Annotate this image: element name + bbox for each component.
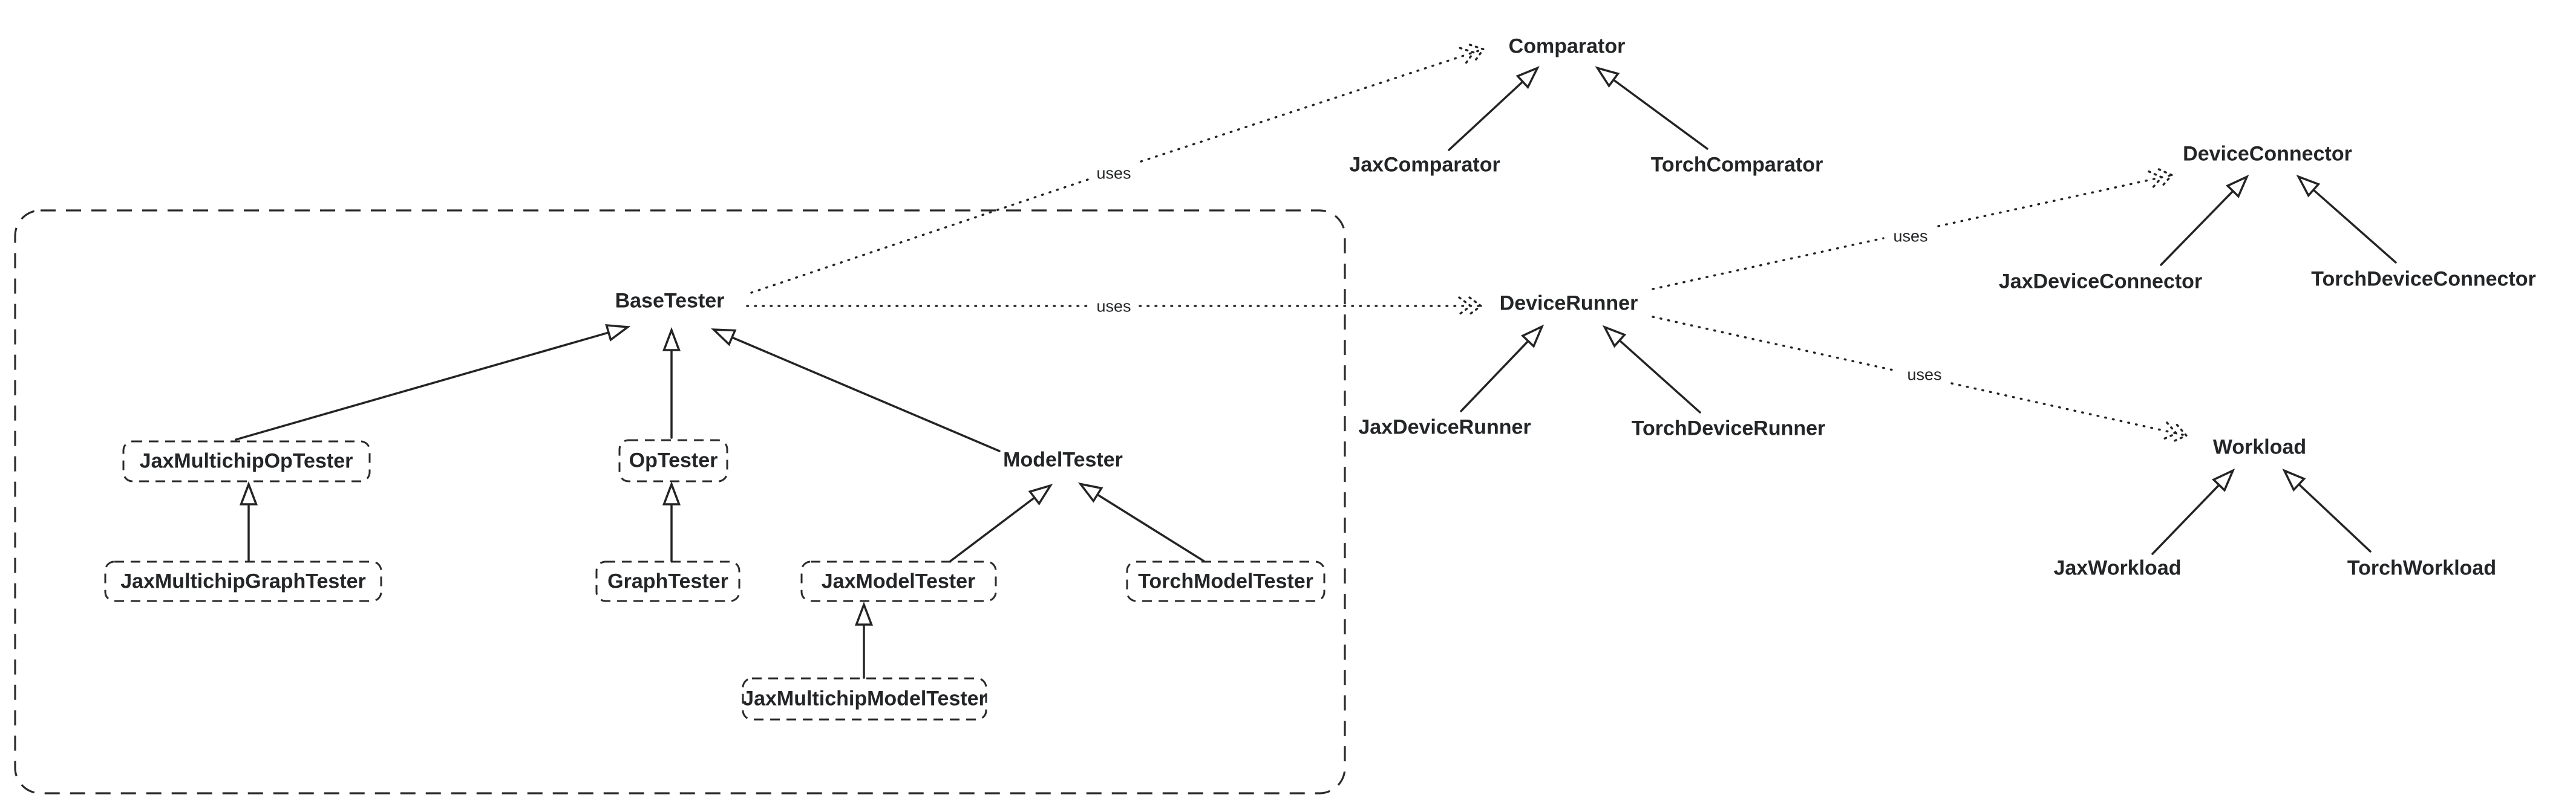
edge-torchdeviceconnector-deviceconnector	[2296, 174, 2397, 264]
edge-basetester-uses-comparator-b	[1140, 50, 1482, 163]
edge-devicerunner-uses-workload-a	[1652, 316, 1900, 372]
node-jax-multichip-op-tester: JaxMultichipOpTester	[139, 449, 353, 473]
edge-jaxcomparator-comparator	[1448, 66, 1540, 151]
uses-label-devicerunner-deviceconnector: uses	[1889, 227, 1932, 246]
node-jax-multichip-model-tester: JaxMultichipModelTester	[742, 687, 987, 710]
node-op-tester: OpTester	[629, 449, 718, 472]
node-torch-device-connector: TorchDeviceConnector	[2311, 267, 2536, 291]
box-jax-model-tester	[800, 560, 997, 602]
box-jax-multichip-model-tester	[742, 677, 987, 721]
node-jax-comparator: JaxComparator	[1349, 153, 1500, 177]
node-torch-comparator: TorchComparator	[1650, 153, 1823, 177]
edge-torchmodeltester-modeltester	[1077, 482, 1205, 562]
box-graph-tester	[595, 560, 740, 602]
node-comparator: Comparator	[1508, 34, 1626, 58]
edge-devicerunner-uses-workload-b	[1950, 382, 2185, 435]
edge-jaxdevicerunner-devicerunner	[1460, 324, 1545, 412]
node-jax-model-tester: JaxModelTester	[821, 570, 976, 593]
uses-label-devicerunner-workload: uses	[1903, 365, 1946, 385]
edge-torchdevicerunner-devicerunner	[1602, 325, 1701, 414]
edge-jaxdeviceconnector-deviceconnector	[2160, 174, 2249, 266]
node-torch-workload: TorchWorkload	[2347, 556, 2497, 580]
edge-modeltester-basetester	[711, 328, 1001, 452]
node-jax-multichip-graph-tester: JaxMultichipGraphTester	[120, 570, 366, 593]
node-jax-workload: JaxWorkload	[2053, 556, 2182, 580]
node-model-tester: ModelTester	[1003, 448, 1123, 472]
edge-basetester-uses-comparator-a	[750, 178, 1089, 294]
node-torch-model-tester: TorchModelTester	[1138, 570, 1313, 593]
node-jax-device-connector: JaxDeviceConnector	[1998, 270, 2203, 293]
node-device-connector: DeviceConnector	[2183, 142, 2352, 166]
box-jax-multichip-op-tester	[122, 440, 371, 482]
node-jax-device-runner: JaxDeviceRunner	[1358, 415, 1531, 439]
box-op-tester	[618, 439, 728, 482]
node-workload: Workload	[2212, 435, 2307, 459]
uses-label-basetester-comparator: uses	[1093, 164, 1135, 183]
node-graph-tester: GraphTester	[607, 570, 728, 593]
uses-label-basetester-devicerunner: uses	[1093, 297, 1135, 316]
edge-devicerunner-uses-deviceconnector-b	[1937, 175, 2171, 227]
edge-jaxmultichipoptester-basetester	[235, 324, 631, 441]
edge-jaxworkload-workload	[2151, 468, 2235, 555]
edge-jaxmodeltester-modeltester	[949, 484, 1053, 562]
node-torch-device-runner: TorchDeviceRunner	[1631, 417, 1826, 440]
node-device-runner: DeviceRunner	[1499, 291, 1638, 315]
box-torch-model-tester	[1126, 560, 1326, 602]
tester-group-container	[14, 209, 1346, 794]
edge-torchcomparator-comparator	[1595, 66, 1708, 150]
box-jax-multichip-graph-tester	[104, 560, 382, 602]
edge-torchworkload-workload	[2282, 469, 2372, 553]
node-base-tester: BaseTester	[615, 289, 725, 313]
edge-devicerunner-uses-deviceconnector-a	[1652, 237, 1885, 290]
